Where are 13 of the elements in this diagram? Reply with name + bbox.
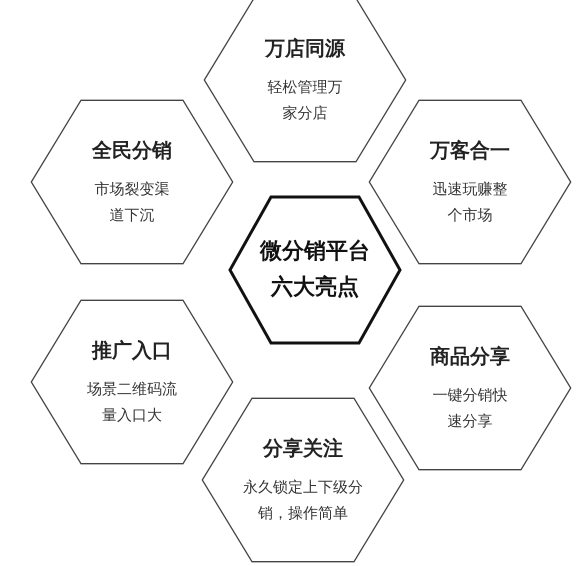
description: 迅速玩赚整个市场: [432, 178, 508, 226]
description: 一键分销快速分享: [432, 384, 508, 432]
description: 轻松管理万家分店: [266, 76, 344, 124]
heading: 万店同源: [265, 34, 345, 62]
heading: 万客合一: [430, 136, 510, 164]
heading: 全民分销: [92, 136, 172, 164]
heading: 商品分享: [430, 342, 510, 370]
heading: 分享关注: [263, 434, 343, 462]
description: 场景二维码流量入口大: [87, 378, 177, 426]
center-title: 微分销平台六大亮点: [258, 238, 371, 302]
description: 永久锁定上下级分销，操作简单: [242, 476, 364, 524]
description: 市场裂变渠道下沉: [94, 178, 170, 226]
heading: 推广入口: [92, 336, 172, 364]
